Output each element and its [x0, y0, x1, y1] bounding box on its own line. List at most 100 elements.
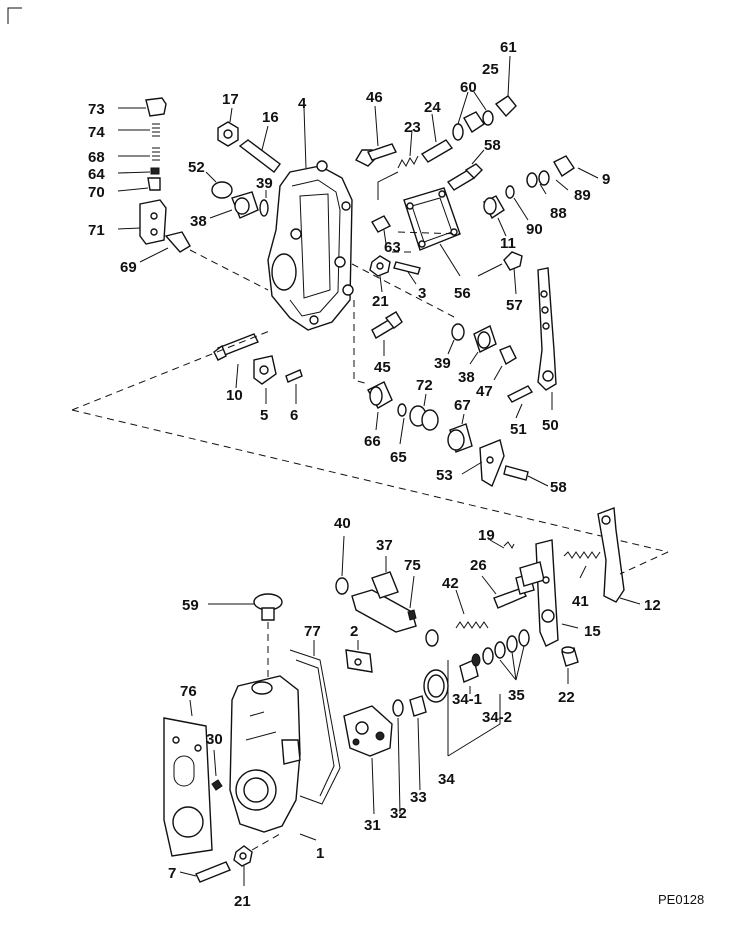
part-label: 2	[350, 623, 358, 640]
part-label: 31	[364, 817, 381, 834]
part-label: 66	[364, 433, 381, 450]
part-10-bolt	[213, 333, 259, 389]
guide-line	[71, 409, 669, 553]
part-53-plate	[461, 439, 505, 488]
part-76-gasket	[163, 699, 213, 857]
part-34-assembly	[423, 653, 501, 757]
part-38-bushing-mid	[469, 325, 497, 365]
part-46-bolt	[355, 105, 397, 167]
part-42-spring	[455, 589, 489, 629]
part-60-washer	[452, 91, 469, 141]
part-label: 25	[482, 61, 499, 78]
part-label: 71	[88, 222, 105, 239]
part-19-spring	[489, 539, 515, 549]
part-label: 23	[404, 119, 421, 136]
part-label: 70	[88, 184, 105, 201]
part-label: 4	[298, 95, 307, 112]
part-label: 34	[438, 771, 455, 788]
part-33-bushing	[409, 695, 427, 791]
part-label: 24	[424, 99, 441, 116]
part-56-cover	[403, 187, 461, 277]
part-89-nut	[539, 155, 575, 195]
part-label: 68	[88, 149, 105, 166]
part-label: 30	[206, 731, 223, 748]
part-71-block	[117, 199, 167, 245]
part-label: 39	[256, 175, 273, 192]
part-77-gasket	[289, 640, 341, 805]
part-label: 45	[374, 359, 391, 376]
part-label: 6	[290, 407, 298, 424]
part-39-oring	[259, 190, 269, 217]
part-41-spring	[563, 551, 601, 579]
part-74-spring	[118, 123, 160, 137]
part-label: 58	[484, 137, 501, 154]
part-label: 10	[226, 387, 243, 404]
part-22-cap	[561, 646, 579, 684]
part-label: 22	[558, 689, 575, 706]
part-47-nut	[493, 345, 517, 381]
part-24-screw	[420, 113, 454, 163]
part-3-screw	[393, 261, 421, 285]
part-label: 60	[460, 79, 477, 96]
part-label: 41	[572, 593, 589, 610]
part-6-pin	[285, 369, 303, 404]
part-label: 5	[260, 407, 268, 424]
part-label: 37	[376, 537, 393, 554]
part-73-bracket	[118, 97, 167, 117]
part-label: 19	[478, 527, 495, 544]
part-58-bolt	[446, 149, 485, 191]
part-lever-assembly	[519, 539, 559, 647]
part-label: 56	[454, 285, 471, 302]
part-label: 15	[584, 623, 601, 640]
part-52-plug	[205, 171, 233, 199]
guide-line	[392, 231, 461, 253]
part-label: 75	[404, 557, 421, 574]
part-label: 21	[234, 893, 251, 910]
part-39-oring-mid	[447, 323, 465, 355]
part-label: 58	[550, 479, 567, 496]
part-88-washer	[526, 170, 550, 188]
part-label: 53	[436, 467, 453, 484]
part-16-pin	[238, 125, 281, 173]
part-50-lever	[537, 267, 557, 410]
corner-mark	[7, 7, 22, 24]
part-21-nut	[369, 255, 391, 293]
part-11-plug	[483, 195, 507, 237]
part-37-shaft	[351, 556, 417, 633]
part-9-cap	[577, 167, 599, 179]
part-label: 9	[602, 171, 610, 188]
part-21-nut-lower	[233, 833, 281, 886]
part-label: 64	[88, 166, 105, 183]
part-label: 52	[188, 159, 205, 176]
part-65-oring	[397, 403, 407, 445]
part-label: 59	[182, 597, 199, 614]
part-label: 26	[470, 557, 487, 574]
part-label: 40	[334, 515, 351, 532]
part-label: 89	[574, 187, 591, 204]
part-label: 65	[390, 449, 407, 466]
part-label: 69	[120, 259, 137, 276]
part-66-plug	[367, 381, 393, 431]
part-label: 50	[542, 417, 559, 434]
part-label: 51	[510, 421, 527, 438]
part-30-key	[211, 749, 223, 791]
part-1-body	[229, 675, 317, 841]
part-23-spring	[377, 129, 419, 200]
part-38-bushing	[209, 191, 259, 219]
part-7-bolt	[179, 861, 231, 883]
part-label: 90	[526, 221, 543, 238]
part-5-bracket	[253, 355, 277, 404]
part-label: 7	[168, 865, 176, 882]
part-label: 35	[508, 687, 525, 704]
part-label: 12	[644, 597, 661, 614]
part-label: 3	[418, 285, 426, 302]
part-label: 32	[390, 805, 407, 822]
part-90-oring	[505, 185, 529, 221]
part-label: 72	[416, 377, 433, 394]
part-label: 33	[410, 789, 427, 806]
part-59-plug	[208, 593, 283, 680]
part-label: 38	[190, 213, 207, 230]
part-75-pin	[407, 575, 439, 647]
part-69-plug	[139, 231, 269, 291]
